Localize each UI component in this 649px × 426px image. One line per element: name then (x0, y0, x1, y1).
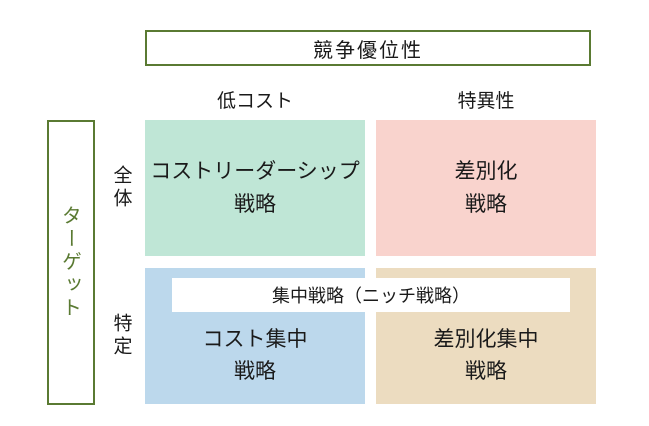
cell-cost-leadership-line1: コストリーダーシップ (150, 159, 360, 184)
cell-differentiation: 差別化 戦略 (376, 120, 596, 256)
focus-strategy-label: 集中戦略（ニッチ戦略） (272, 286, 470, 307)
cell-differentiation-line2: 戦略 (465, 192, 507, 216)
competitive-advantage-header: 競争優位性 (145, 30, 591, 66)
column-label-low-cost: 低コスト (216, 89, 293, 112)
cell-cost-leadership: コストリーダーシップ 戦略 (145, 120, 365, 256)
cell-differentiation-line1: 差別化 (454, 159, 518, 184)
header-title: 競争優位性 (313, 37, 423, 62)
row-label-specific: 特定 (104, 268, 140, 404)
row-label-whole: 全体 (104, 120, 140, 256)
row-label-specific-text: 特定 (110, 313, 133, 359)
target-side-box: ターゲット (47, 120, 95, 405)
cell-differentiation-focus-line2: 戦略 (465, 359, 507, 384)
row-label-whole-text: 全体 (110, 165, 133, 211)
focus-strategy-banner: 集中戦略（ニッチ戦略） (172, 278, 570, 312)
cell-cost-focus-line1: コスト集中 (202, 326, 308, 351)
target-label: ターゲット (58, 205, 83, 320)
cell-differentiation-focus-line1: 差別化集中 (433, 326, 539, 351)
cell-cost-focus-line2: 戦略 (234, 359, 276, 384)
cell-cost-leadership-line2: 戦略 (234, 192, 276, 216)
column-label-uniqueness: 特異性 (457, 89, 515, 112)
